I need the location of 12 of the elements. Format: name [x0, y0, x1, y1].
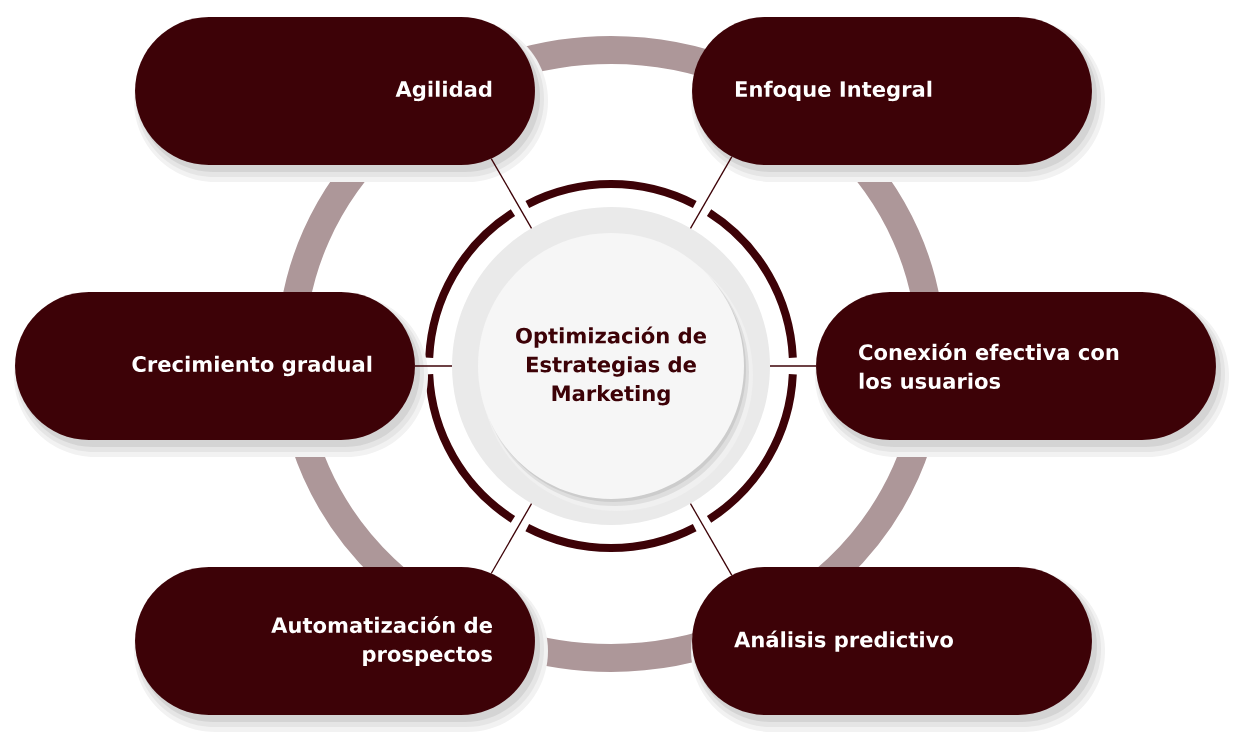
rounded-box: Crecimiento gradual	[14, 292, 428, 457]
connector-line	[689, 503, 733, 576]
rounded-box: Enfoque Integral	[691, 17, 1105, 182]
connector-line	[689, 156, 733, 229]
connector-line	[490, 503, 533, 575]
rounded-box: Conexión efectiva con los usuarios	[815, 292, 1229, 457]
rounded-box: Agilidad	[134, 17, 548, 182]
connector-line	[414, 365, 453, 367]
connector-line	[490, 157, 533, 229]
rounded-box: Análisis predictivo	[691, 567, 1105, 732]
connector-line	[769, 365, 817, 367]
rounded-box: Automatización de prospectos	[134, 567, 548, 732]
